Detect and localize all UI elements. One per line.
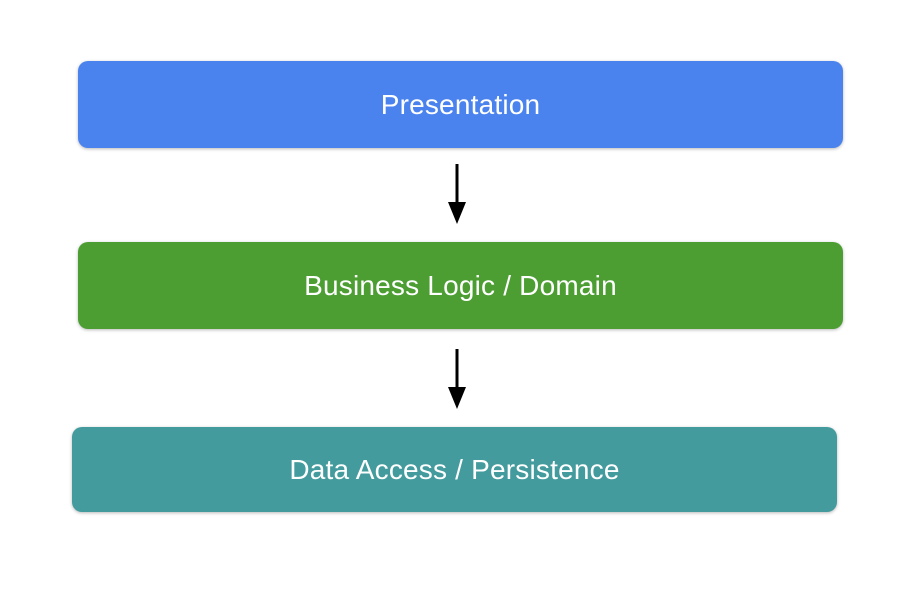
layer-box-business-logic: Business Logic / Domain bbox=[78, 242, 843, 329]
arrow-head bbox=[448, 387, 466, 409]
layer-label-presentation: Presentation bbox=[380, 88, 541, 120]
arrow-down-icon bbox=[448, 164, 466, 224]
arrow-down-icon bbox=[448, 349, 466, 409]
layer-label-business-logic: Business Logic / Domain bbox=[304, 269, 617, 301]
layer-box-data-access: Data Access / Persistence bbox=[72, 427, 837, 512]
layer-box-presentation: Presentation bbox=[78, 61, 843, 148]
arrow-head bbox=[448, 202, 466, 224]
layer-label-data-access: Data Access / Persistence bbox=[289, 453, 620, 485]
